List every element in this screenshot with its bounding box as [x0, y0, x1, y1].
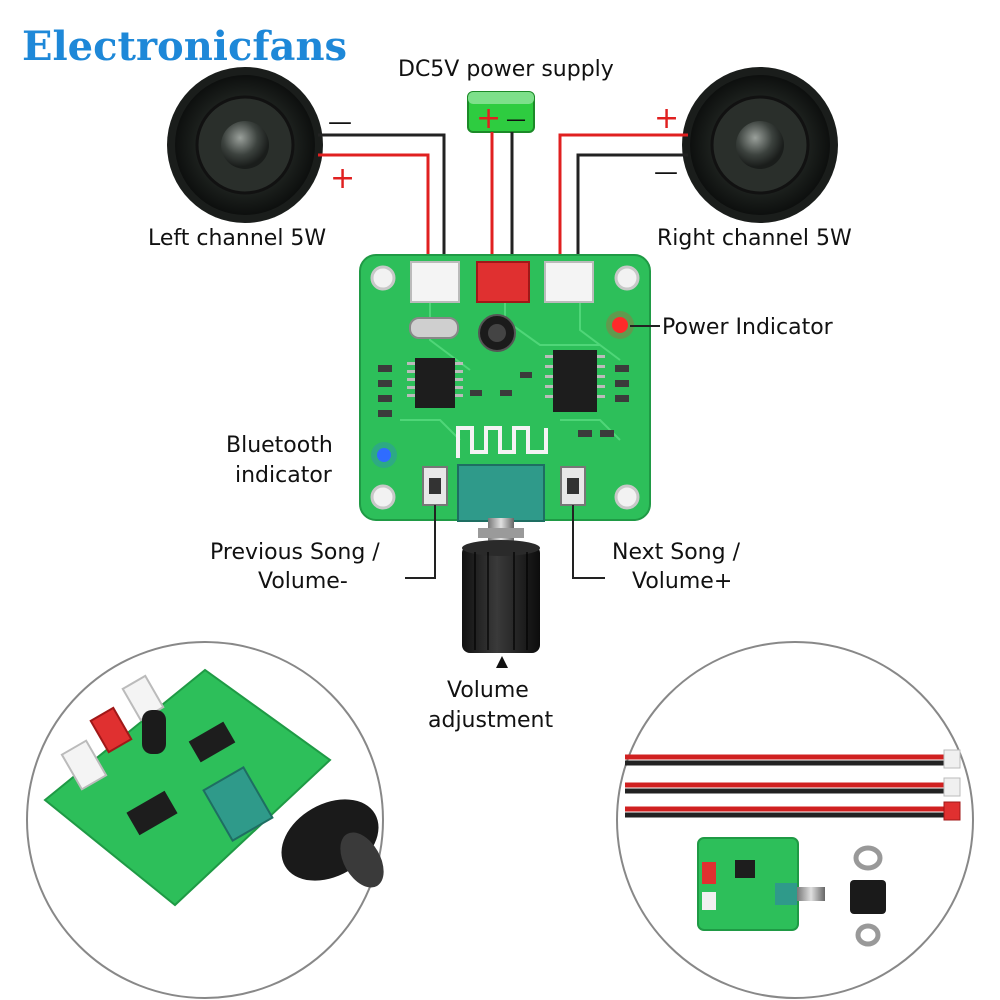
power-supply-wires: [490, 132, 514, 262]
angled-board-photo: [26, 641, 384, 999]
left-minus-sign: —: [328, 108, 352, 136]
next-song-label-line2: Volume+: [632, 569, 732, 594]
amplifier-board: [359, 254, 651, 522]
right-channel-label: Right channel 5W: [657, 226, 852, 251]
psu-minus-sign: —: [506, 107, 526, 131]
right-plus-sign: +: [654, 101, 679, 136]
previous-song-label-line1: Previous Song /: [210, 540, 380, 565]
volume-adjustment-label-line1: Volume: [447, 678, 529, 703]
psu-plus-sign: +: [476, 101, 501, 136]
bluetooth-indicator-label-line2: indicator: [235, 463, 333, 488]
bluetooth-indicator-label-line1: Bluetooth: [226, 433, 333, 458]
power-supply-block: [467, 91, 535, 133]
volume-adjustment-label-line2: adjustment: [428, 708, 553, 733]
left-speaker-image: [167, 67, 323, 223]
left-speaker-wires: [318, 133, 446, 262]
left-plus-sign: +: [330, 161, 355, 196]
bluetooth-indicator-led: [377, 448, 391, 462]
right-minus-sign: —: [654, 158, 678, 186]
volume-arrow: [496, 656, 508, 668]
accessories-photo: [616, 641, 974, 999]
previous-song-label-line2: Volume-: [258, 569, 348, 594]
next-song-label-line1: Next Song /: [612, 540, 741, 565]
next-song-callout: [572, 505, 605, 579]
right-speaker-image: [682, 67, 838, 223]
bluetooth-indicator-glow: [371, 442, 397, 468]
right-speaker-wires: [558, 133, 688, 262]
power-indicator-led: [612, 317, 628, 333]
power-indicator-label: Power Indicator: [662, 315, 834, 340]
power-supply-label: DC5V power supply: [398, 57, 614, 82]
left-channel-label: Left channel 5W: [148, 226, 326, 251]
volume-knob: [462, 518, 540, 653]
brand-logo: Electronicfans: [22, 23, 347, 70]
power-indicator-glow: [606, 311, 634, 339]
previous-song-callout: [405, 505, 436, 579]
